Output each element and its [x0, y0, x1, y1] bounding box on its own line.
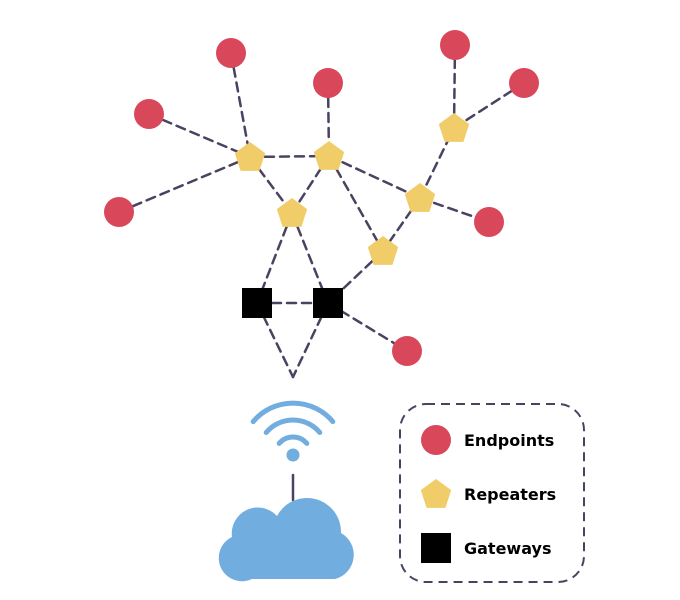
- legend-gateways-label: Gateways: [464, 539, 551, 558]
- repeater-node-r4: [404, 183, 436, 212]
- repeater-node-r5: [367, 236, 399, 265]
- legend-box: [399, 403, 585, 583]
- repeater-node-r2: [313, 141, 345, 170]
- link-e2-r1: [147, 112, 252, 159]
- endpoint-node-e6: [509, 68, 539, 98]
- link-g2-hub: [291, 301, 330, 379]
- link-r2-r3: [290, 154, 331, 215]
- cloud-shape: [218, 497, 354, 582]
- endpoint-node-e4: [313, 68, 343, 98]
- link-g1-hub: [255, 301, 295, 379]
- endpoint-node-e2: [134, 99, 164, 129]
- repeater-node-r1: [234, 142, 266, 171]
- cloud-icon: [218, 497, 354, 582]
- endpoint-node-e7: [392, 336, 422, 366]
- repeater-node-r6: [438, 113, 470, 142]
- link-e3-r1: [117, 155, 252, 214]
- endpoint-node-e5: [440, 30, 470, 60]
- wifi-arc-middle: [263, 417, 323, 435]
- link-r1-r3: [248, 155, 294, 215]
- network-nodes: [104, 30, 539, 366]
- legend-repeaters-label: Repeaters: [464, 485, 556, 504]
- link-e1-r1: [229, 51, 252, 159]
- link-r2-r4: [327, 154, 422, 200]
- wifi-arc-outer: [250, 400, 336, 425]
- legend-endpoint-circle-icon: [421, 425, 451, 455]
- link-r2-r5: [327, 154, 385, 253]
- endpoint-node-e1: [216, 38, 246, 68]
- gateway-node-g2: [313, 288, 343, 318]
- repeater-node-r3: [276, 198, 308, 227]
- legend-repeater-pentagon-icon: [420, 479, 452, 508]
- legend: Endpoints Repeaters Gateways: [399, 403, 585, 583]
- wifi-dot: [286, 448, 300, 462]
- wifi-icon: [250, 400, 336, 462]
- legend-gateway-square-icon: [421, 533, 451, 563]
- wifi-arc-inner: [276, 434, 310, 446]
- gateway-node-g1: [242, 288, 272, 318]
- endpoint-node-e8: [474, 207, 504, 237]
- endpoint-node-e3: [104, 197, 134, 227]
- legend-endpoints-label: Endpoints: [464, 431, 554, 450]
